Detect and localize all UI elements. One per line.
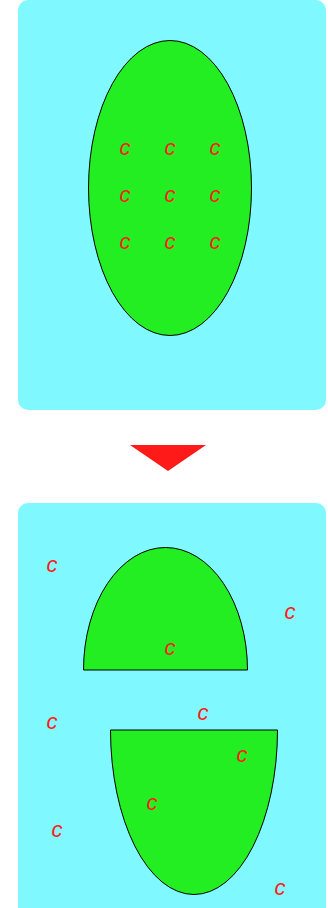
cell-shape [89,41,252,336]
molecule-label: c [275,877,286,899]
down-arrow [130,445,206,471]
cell-ellipse: c c c c c c c c c [88,40,252,336]
molecule-label: c [237,744,248,766]
molecule-label: c [210,137,221,159]
molecule-label: c [210,231,221,253]
cell-outline [110,730,278,895]
molecule-label: c [120,184,131,206]
lower-cell-half: cc [110,730,278,895]
cell-shape [111,730,278,895]
molecule-label: c [120,137,131,159]
molecule-label: c [165,231,176,253]
molecule-label: c [198,702,209,724]
molecule-label: c [165,184,176,206]
cell-shape [84,548,248,671]
molecule-label: c [147,792,158,814]
top-panel [18,0,326,410]
molecule-label: c [210,184,221,206]
molecule-label: c [165,137,176,159]
molecule-label: c [47,554,58,576]
molecule-label: c [52,819,63,841]
molecule-label: c [47,711,58,733]
upper-cell-half: c [83,547,248,670]
solution-panel: ccccccccc [18,503,326,908]
molecule-label: c [165,637,176,659]
molecule-label: c [120,231,131,253]
molecule-label: c [285,601,296,623]
